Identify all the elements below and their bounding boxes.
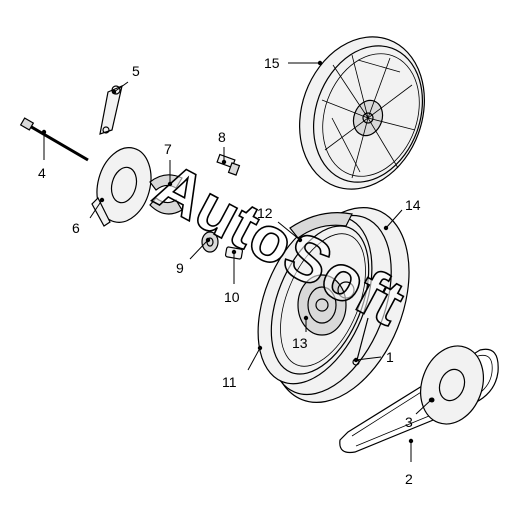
callout-9: 9 [176,260,184,276]
callout-12: 12 [257,205,273,221]
leader-dots [41,60,434,444]
leader-lines [43,62,432,462]
callout-1: 1 [386,349,394,365]
cast-wheel-part [299,36,425,190]
callout-4: 4 [38,165,46,181]
hub-part [297,274,355,336]
brake-arm-part [99,84,123,135]
sprocket-part [420,345,484,425]
bolt-part [216,153,241,176]
brake-shoes-part [149,174,183,215]
callout-5: 5 [132,63,140,79]
callout-6: 6 [72,220,80,236]
callout-11: 11 [222,374,237,390]
brake-plate-part [91,147,152,227]
callout-15: 15 [264,55,280,71]
axle-part [19,117,89,162]
callout-8: 8 [218,129,226,145]
callout-3: 3 [405,414,413,430]
callout-14: 14 [405,197,421,213]
callout-2: 2 [405,471,413,487]
callout-10: 10 [224,289,240,305]
callout-13: 13 [292,335,308,351]
rim-tape-part [289,212,353,239]
bearing-part [201,231,219,253]
callout-7: 7 [164,141,172,157]
